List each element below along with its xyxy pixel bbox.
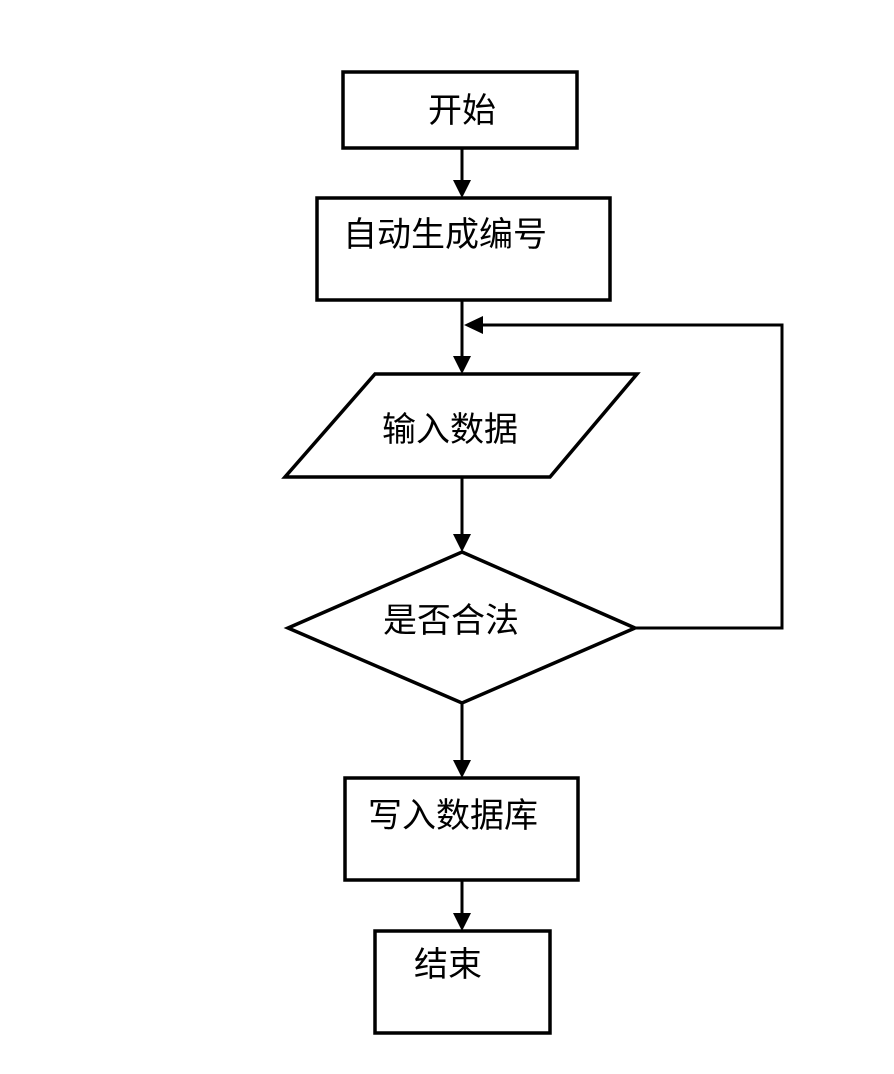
arrowhead-down-icon: [453, 760, 471, 778]
io-parallelogram: [281, 372, 641, 479]
arrowhead-down-icon: [453, 913, 471, 931]
decision-diamond: [283, 550, 640, 705]
process-rectangle: [343, 776, 580, 882]
node-label: 自动生成编号: [343, 216, 547, 254]
node-end: 结束: [373, 929, 552, 1035]
edge-is-valid-to-write-database: [453, 703, 471, 778]
arrowhead-down-icon: [453, 180, 471, 198]
edge-start-to-auto-generate-id: [453, 148, 471, 198]
node-start: 开始: [341, 70, 579, 150]
arrowhead-down-icon: [453, 534, 471, 552]
end-rectangle: [373, 929, 552, 1035]
start-rectangle: [341, 70, 579, 150]
node-write-database: 写入数据库: [343, 776, 580, 882]
node-label: 开始: [428, 92, 496, 130]
arrowhead-down-icon: [453, 356, 471, 374]
node-input-data: 输入数据: [281, 372, 641, 479]
node-auto-generate-id: 自动生成编号: [315, 196, 612, 302]
process-rectangle: [315, 196, 612, 302]
node-label: 结束: [414, 946, 482, 984]
edge-line: [483, 323, 784, 630]
node-is-valid: 是否合法: [283, 550, 640, 705]
node-label: 输入数据: [382, 411, 518, 449]
node-label: 写入数据库: [368, 797, 538, 835]
edge-auto-generate-id-to-input-data: [453, 300, 471, 374]
node-label: 是否合法: [383, 602, 519, 640]
arrowhead-left-icon: [464, 316, 483, 334]
edge-input-data-to-is-valid: [453, 477, 471, 552]
edge-write-database-to-end: [453, 880, 471, 931]
edge-is-valid-loop-back-to-input-data: [464, 316, 784, 630]
